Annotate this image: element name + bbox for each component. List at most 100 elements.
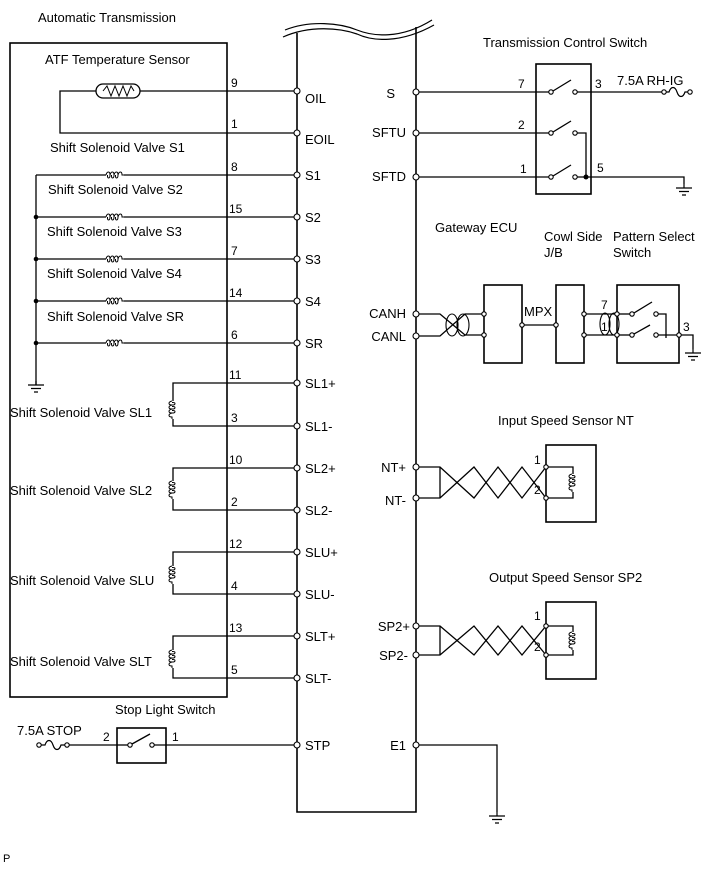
pin-label: 9 — [231, 76, 238, 90]
pin-label: 7 — [518, 77, 525, 91]
shift-solenoids-s-group: Shift Solenoid Valve S1 8 S1 Shift Solen… — [27, 140, 323, 393]
gateway-label: Gateway ECU — [435, 220, 517, 235]
solenoid-label: Shift Solenoid Valve S2 — [48, 182, 183, 197]
linear-solenoids-group: Shift Solenoid Valve SL1 11 3 SL1+ SL1- … — [10, 368, 338, 686]
pin-label: 11 — [229, 368, 242, 382]
pin-label: 2 — [231, 495, 238, 509]
pin-label: 1 — [520, 162, 527, 176]
pin-label: 4 — [231, 579, 238, 593]
terminal-label: NT+ — [381, 460, 406, 475]
stop-light-switch: Stop Light Switch 7.5A STOP 2 1 STP — [17, 702, 330, 764]
ground-icon — [684, 348, 702, 361]
pin-label: 1 — [534, 609, 541, 623]
pin-label: 12 — [229, 537, 243, 551]
terminal-label: SL2- — [305, 503, 332, 518]
terminal-label: SL2+ — [305, 461, 336, 476]
solenoid-label: Shift Solenoid Valve S1 — [50, 140, 185, 155]
terminal-label: SP2+ — [378, 619, 410, 634]
solenoid-label: Shift Solenoid Valve S4 — [47, 266, 182, 281]
atf-sensor-label: ATF Temperature Sensor — [45, 52, 190, 67]
pattern-label: Pattern Select — [613, 229, 695, 244]
terminal-label: SFTD — [372, 169, 406, 184]
pin-label: 13 — [229, 621, 243, 635]
e1-ground: E1 — [390, 738, 506, 824]
terminal-label: E1 — [390, 738, 406, 753]
ecm-right-terminals — [412, 88, 420, 749]
solenoid-label: Shift Solenoid Valve SL1 — [10, 405, 152, 420]
transmission-box — [9, 42, 228, 698]
stop-light-label: Stop Light Switch — [115, 702, 215, 717]
coil-icon — [568, 631, 576, 651]
terminal-label: SLU+ — [305, 545, 338, 560]
sp2-label: Output Speed Sensor SP2 — [489, 570, 642, 585]
terminal-label: STP — [305, 738, 330, 753]
pin-label: 1 — [172, 730, 179, 744]
nt-label: Input Speed Sensor NT — [498, 413, 634, 428]
fuse-label: 7.5A RH-IG — [617, 73, 683, 88]
terminal-label: CANH — [369, 306, 406, 321]
solenoid-label: Shift Solenoid Valve SL2 — [10, 483, 152, 498]
pin-label: 2 — [518, 118, 525, 132]
terminal-label: SL1+ — [305, 376, 336, 391]
terminal-label: EOIL — [305, 132, 335, 147]
cowl-label: Cowl Side — [544, 229, 603, 244]
pin-label: 5 — [597, 161, 604, 175]
input-speed-sensor-nt: Input Speed Sensor NT NT+ NT- 1 2 — [381, 413, 634, 523]
solenoid-label: Shift Solenoid Valve S3 — [47, 224, 182, 239]
pin-label: 2 — [103, 730, 110, 744]
terminal-label: SFTU — [372, 125, 406, 140]
ecm-left-terminals — [293, 87, 301, 749]
pin-label: 1 — [231, 117, 238, 131]
terminal-label: NT- — [385, 493, 406, 508]
terminal-label: CANL — [371, 329, 406, 344]
ground-icon — [27, 380, 45, 393]
ground-icon — [675, 183, 693, 196]
transmission-control-switch: Transmission Control Switch S SFTU SFTD … — [372, 35, 693, 196]
pin-label: 5 — [231, 663, 238, 677]
pin-label: 1 — [601, 320, 608, 334]
terminal-label: SLT+ — [305, 629, 335, 644]
terminal-label: S3 — [305, 252, 321, 267]
pin-label: 3 — [683, 320, 690, 334]
ground-icon — [488, 811, 506, 824]
terminal-label: S1 — [305, 168, 321, 183]
transmission-title: Automatic Transmission — [38, 10, 176, 25]
mpx-label: MPX — [524, 304, 553, 319]
terminal-label: S4 — [305, 294, 321, 309]
pin-label: 2 — [534, 640, 541, 654]
thermistor-icon — [95, 83, 141, 99]
solenoid-label: Shift Solenoid Valve SLT — [10, 654, 152, 669]
terminal-label: SLT- — [305, 671, 332, 686]
pin-label: 1 — [534, 453, 541, 467]
terminal-label: SLU- — [305, 587, 335, 602]
cowl-label: J/B — [544, 245, 563, 260]
pin-label: 14 — [229, 286, 243, 300]
solenoid-label: Shift Solenoid Valve SLU — [10, 573, 154, 588]
footer-label: P — [3, 853, 10, 865]
pin-label: 7 — [231, 244, 238, 258]
terminal-label: OIL — [305, 91, 326, 106]
fuse-icon — [666, 86, 688, 98]
terminal-label: SP2- — [379, 648, 408, 663]
pattern-label: Switch — [613, 245, 651, 260]
can-bus-section: Gateway ECU Cowl Side J/B Pattern Select… — [369, 220, 702, 364]
pin-label: 8 — [231, 160, 238, 174]
tcs-label: Transmission Control Switch — [483, 35, 647, 50]
coil-icon — [568, 473, 576, 493]
fuse-label: 7.5A STOP — [17, 723, 82, 738]
solenoid-label: Shift Solenoid Valve SR — [47, 309, 184, 324]
terminal-label: SL1- — [305, 419, 332, 434]
pin-label: 3 — [231, 411, 238, 425]
terminal-label: S2 — [305, 210, 321, 225]
output-speed-sensor-sp2: Output Speed Sensor SP2 SP2+ SP2- 1 2 — [378, 570, 642, 680]
pin-label: 2 — [534, 483, 541, 497]
pin-label: 10 — [229, 453, 243, 467]
pin-label: 3 — [595, 77, 602, 91]
fuse-icon — [40, 739, 66, 751]
terminal-label: SR — [305, 336, 323, 351]
terminal-label: S — [386, 86, 395, 101]
atf-temperature-sensor: ATF Temperature Sensor 9 1 OIL EOIL — [45, 52, 335, 147]
pin-label: 7 — [601, 298, 608, 312]
pin-label: 6 — [231, 328, 238, 342]
